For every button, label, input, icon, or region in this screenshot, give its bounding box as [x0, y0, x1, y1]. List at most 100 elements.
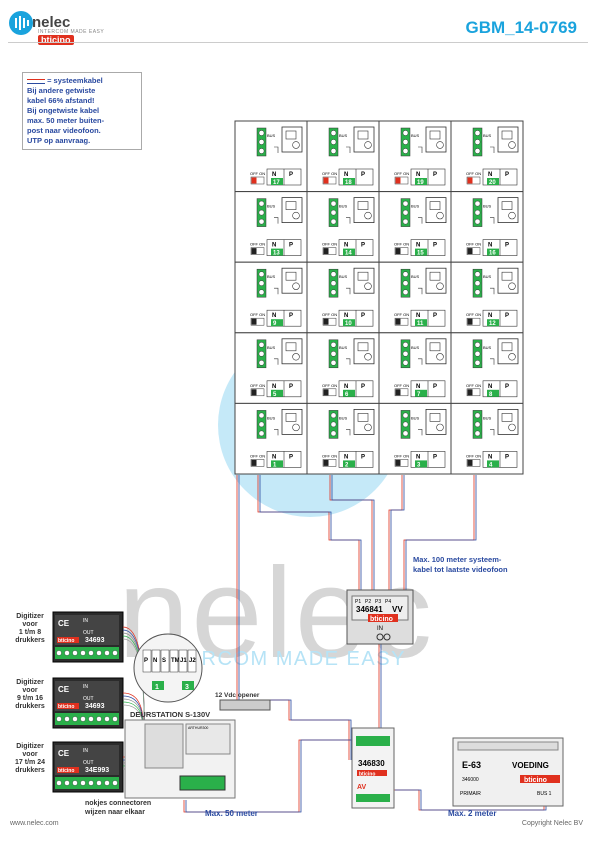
digitizer-code: 34693: [85, 703, 105, 710]
switch-label: OFF ON: [394, 383, 409, 388]
videophone-number: 14: [345, 251, 352, 257]
videophone-number: 11: [417, 321, 424, 327]
terminal-label: BUS: [339, 415, 348, 420]
terminal-label: BUS: [411, 345, 420, 350]
jumper-label: S: [162, 658, 166, 664]
p-label: P: [289, 384, 293, 390]
videophone-number: 1: [273, 462, 277, 468]
jumper-label: J2: [189, 658, 196, 664]
videophone-number: 6: [345, 392, 349, 398]
switch-label: OFF ON: [322, 383, 337, 388]
switch-label: OFF ON: [250, 383, 265, 388]
p-label: P: [289, 172, 293, 178]
switch-label: OFF ON: [394, 171, 409, 176]
note-line: post naar videofoon.: [27, 126, 101, 135]
digitizer-brand: bticino: [58, 704, 74, 710]
n-label: N: [344, 243, 348, 249]
n-label: N: [488, 454, 492, 460]
distributor-in: IN: [377, 626, 383, 632]
digitizer-label: drukkers: [15, 767, 45, 774]
digitizer-label: voor: [22, 687, 37, 694]
switch-label: OFF ON: [322, 171, 337, 176]
digitizer-brand: bticino: [58, 638, 74, 644]
distributor-vv: VV: [392, 605, 403, 614]
n-label: N: [344, 313, 348, 319]
switch-label: OFF ON: [466, 383, 481, 388]
terminal-label: BUS: [483, 415, 492, 420]
psu-bus: BUS 1: [537, 791, 552, 797]
switch-label: OFF ON: [466, 312, 481, 317]
brand-logo: bticino: [38, 35, 74, 45]
videophone-number: 17: [273, 180, 280, 186]
note-line: kabel 66% afstand!: [27, 96, 95, 105]
switch-label: OFF ON: [322, 312, 337, 317]
terminal-label: BUS: [339, 274, 348, 279]
digitizer-code: 34693: [85, 637, 105, 644]
module-346830: 346830 bticino AV: [351, 727, 395, 809]
psu-label: VOEDING: [512, 761, 549, 770]
videophone-number: 7: [417, 392, 421, 398]
jumper-label: J1: [180, 658, 187, 664]
videophone-number: 4: [489, 462, 493, 468]
digitizer-out: OUT: [83, 696, 94, 702]
switch-label: OFF ON: [250, 242, 265, 247]
terminal-label: BUS: [411, 204, 420, 209]
terminal-label: BUS: [411, 415, 420, 420]
n-label: N: [272, 384, 276, 390]
connectors-note: nokjes connectoren: [85, 800, 151, 807]
n-label: N: [416, 454, 420, 460]
terminal-label: BUS: [339, 204, 348, 209]
footer-copyright: Copyright Nelec BV: [521, 820, 583, 827]
switch-label: OFF ON: [322, 242, 337, 247]
n-label: N: [416, 172, 420, 178]
door-opener: [219, 699, 271, 711]
videophone-number: 13: [273, 251, 280, 257]
psu-code: 346000: [462, 777, 479, 783]
terminal-label: BUS: [483, 133, 492, 138]
n-label: N: [272, 243, 276, 249]
distributor-port: P1: [355, 599, 361, 605]
terminal-label: BUS: [267, 204, 276, 209]
footer-website: www.nelec.com: [10, 820, 59, 827]
n-label: N: [488, 384, 492, 390]
note-line: UTP op aanvraag.: [27, 136, 91, 145]
p-label: P: [361, 384, 365, 390]
videophone-number: 10: [345, 321, 352, 327]
n-label: N: [488, 243, 492, 249]
digitizer-out: OUT: [83, 630, 94, 636]
note-line: Bij ongetwiste kabel: [27, 106, 100, 115]
module-brand: bticino: [359, 772, 375, 778]
switch-label: OFF ON: [250, 312, 265, 317]
ce-mark: CE: [58, 749, 70, 758]
switch-label: OFF ON: [394, 312, 409, 317]
terminal-label: BUS: [339, 345, 348, 350]
opener-label: 12 Vdc opener: [215, 692, 260, 699]
logo-subtitle: INTERCOM MADE EASY: [38, 29, 105, 35]
jumper-label: P: [144, 658, 148, 664]
videophone-number: 3: [417, 462, 421, 468]
digitizer-code: 34E993: [85, 767, 109, 774]
videophone-number: 9: [273, 321, 277, 327]
station-board: ARTHUR300: [188, 726, 208, 730]
terminal-label: BUS: [267, 133, 276, 138]
terminal-label: BUS: [411, 133, 420, 138]
digitizer-label: drukkers: [15, 637, 45, 644]
digitizer-label: Digitizer: [16, 743, 44, 750]
p-label: P: [289, 313, 293, 319]
switch-label: OFF ON: [322, 453, 337, 458]
p-label: P: [289, 454, 293, 460]
cable-length-50: Max. 50 meter: [205, 809, 258, 818]
p-label: P: [505, 313, 509, 319]
